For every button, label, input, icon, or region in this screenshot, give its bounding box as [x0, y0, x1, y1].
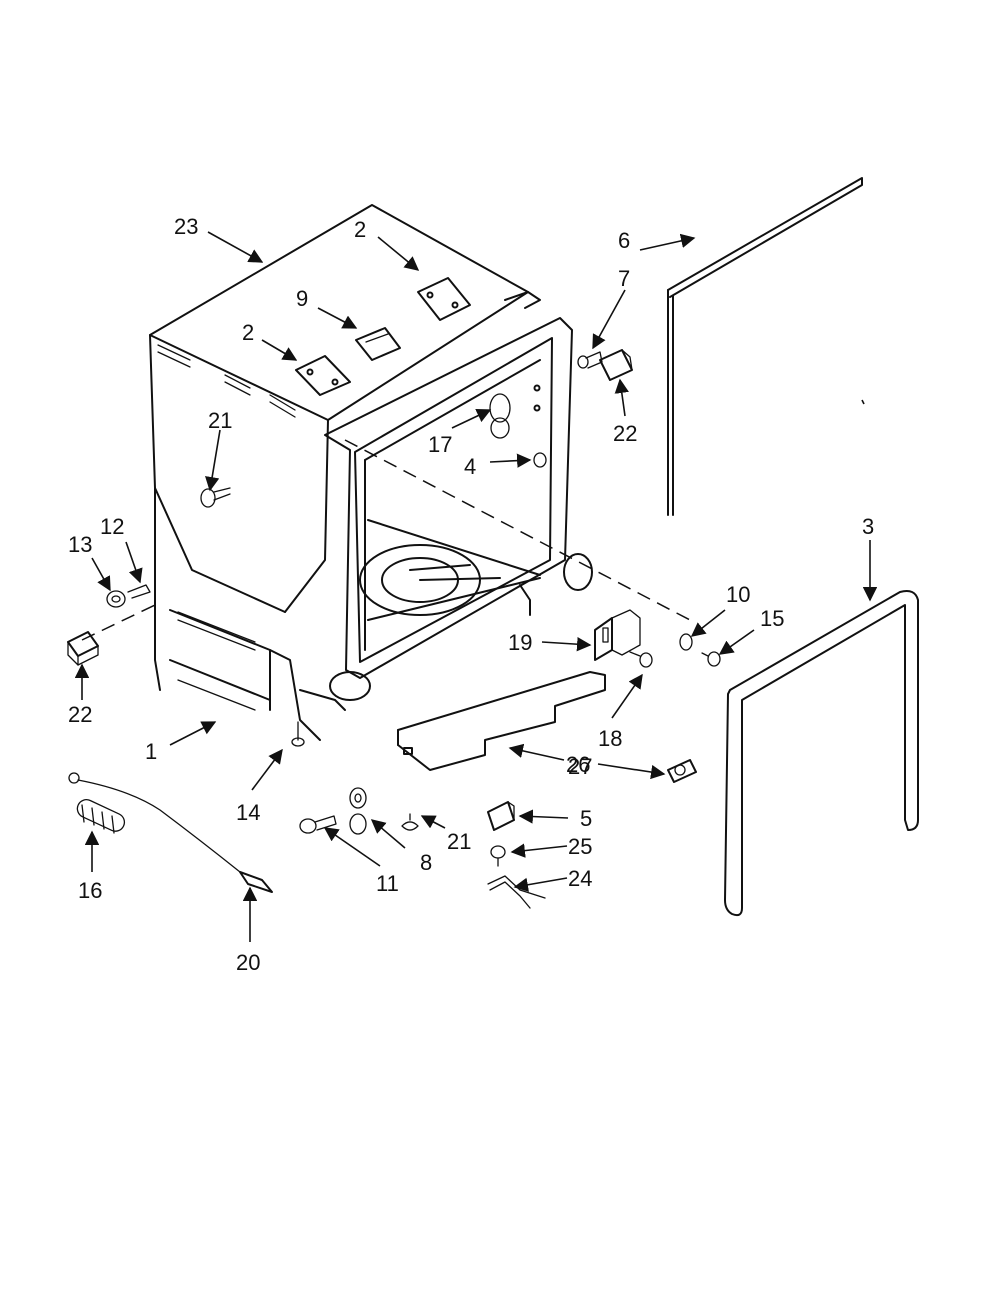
part-16-hose: [76, 799, 126, 834]
callout-13: 13: [68, 532, 92, 557]
callout-8: 8: [420, 850, 432, 875]
callout-14: 14: [236, 800, 260, 825]
callout-4: 4: [464, 454, 476, 479]
callout-24: 24: [568, 866, 592, 891]
callout-7: 7: [618, 266, 630, 291]
callout-27: 27: [568, 754, 592, 779]
callout-3: 3: [862, 514, 874, 539]
part-10-washer: [679, 633, 693, 651]
part-21-clip: [401, 813, 419, 831]
screw-21-tub: [200, 487, 231, 508]
part-7-screw: [577, 351, 603, 369]
callout-10: 10: [726, 582, 750, 607]
part-17-fitting: [489, 384, 541, 439]
part-4-plug: [533, 452, 547, 468]
part-25-knob: [490, 845, 506, 867]
callout-1: 1: [145, 739, 157, 764]
part-22-block-right: [599, 349, 633, 381]
part-26-plate: [397, 671, 606, 771]
leader-arrows: [74, 231, 878, 942]
part-18-screw: [629, 651, 653, 668]
callout-2-lower: 2: [242, 320, 254, 345]
callout-17: 17: [428, 432, 452, 457]
callout-5: 5: [580, 806, 592, 831]
part-5-connector: [487, 801, 515, 831]
callout-20: 20: [236, 950, 260, 975]
callout-11: 11: [376, 871, 399, 896]
callout-16: 16: [78, 878, 102, 903]
hinge-bracket-2-upper: [417, 277, 471, 321]
callout-22-right: 22: [613, 421, 637, 446]
callout-2-upper: 2: [354, 217, 366, 242]
part-15-screw: [701, 651, 721, 667]
callout-18: 18: [598, 726, 622, 751]
part-9-plate: [355, 327, 401, 361]
callout-21-tub: 21: [208, 408, 232, 433]
side-panel-6: [667, 177, 863, 516]
callout-26: 26: [566, 752, 590, 777]
part-13-nut: [106, 590, 126, 608]
callout-19: 19: [508, 630, 532, 655]
part-12-screw: [127, 584, 151, 599]
callout-25: 25: [568, 834, 592, 859]
tub-surface-details: [157, 344, 296, 711]
hidden-line-left: [81, 604, 156, 641]
callout-9: 9: [296, 286, 308, 311]
callout-21-lower: 21: [447, 829, 471, 854]
callout-23: 23: [174, 214, 198, 239]
door-gasket-3: [724, 590, 919, 917]
hinge-bracket-2-lower: [295, 355, 351, 396]
part-19-bracket: [594, 609, 641, 661]
callout-15: 15: [760, 606, 784, 631]
part-14-leveling-foot: [291, 721, 305, 747]
callout-6: 6: [618, 228, 630, 253]
part-27-clip: [667, 759, 697, 783]
part-22-block-left: [67, 631, 99, 666]
callout-12: 12: [100, 514, 124, 539]
tub-assembly: [149, 204, 593, 741]
callout-labels: 23 2 9 2 21 6 7 22 17 4 3 12 13 22 10 15…: [68, 214, 874, 975]
callout-22-left: 22: [68, 702, 92, 727]
part-11-bolt: [299, 815, 337, 834]
part-8-roller: [349, 787, 367, 835]
part-20-cable: [68, 772, 273, 893]
part-24-bracket: [487, 875, 546, 909]
